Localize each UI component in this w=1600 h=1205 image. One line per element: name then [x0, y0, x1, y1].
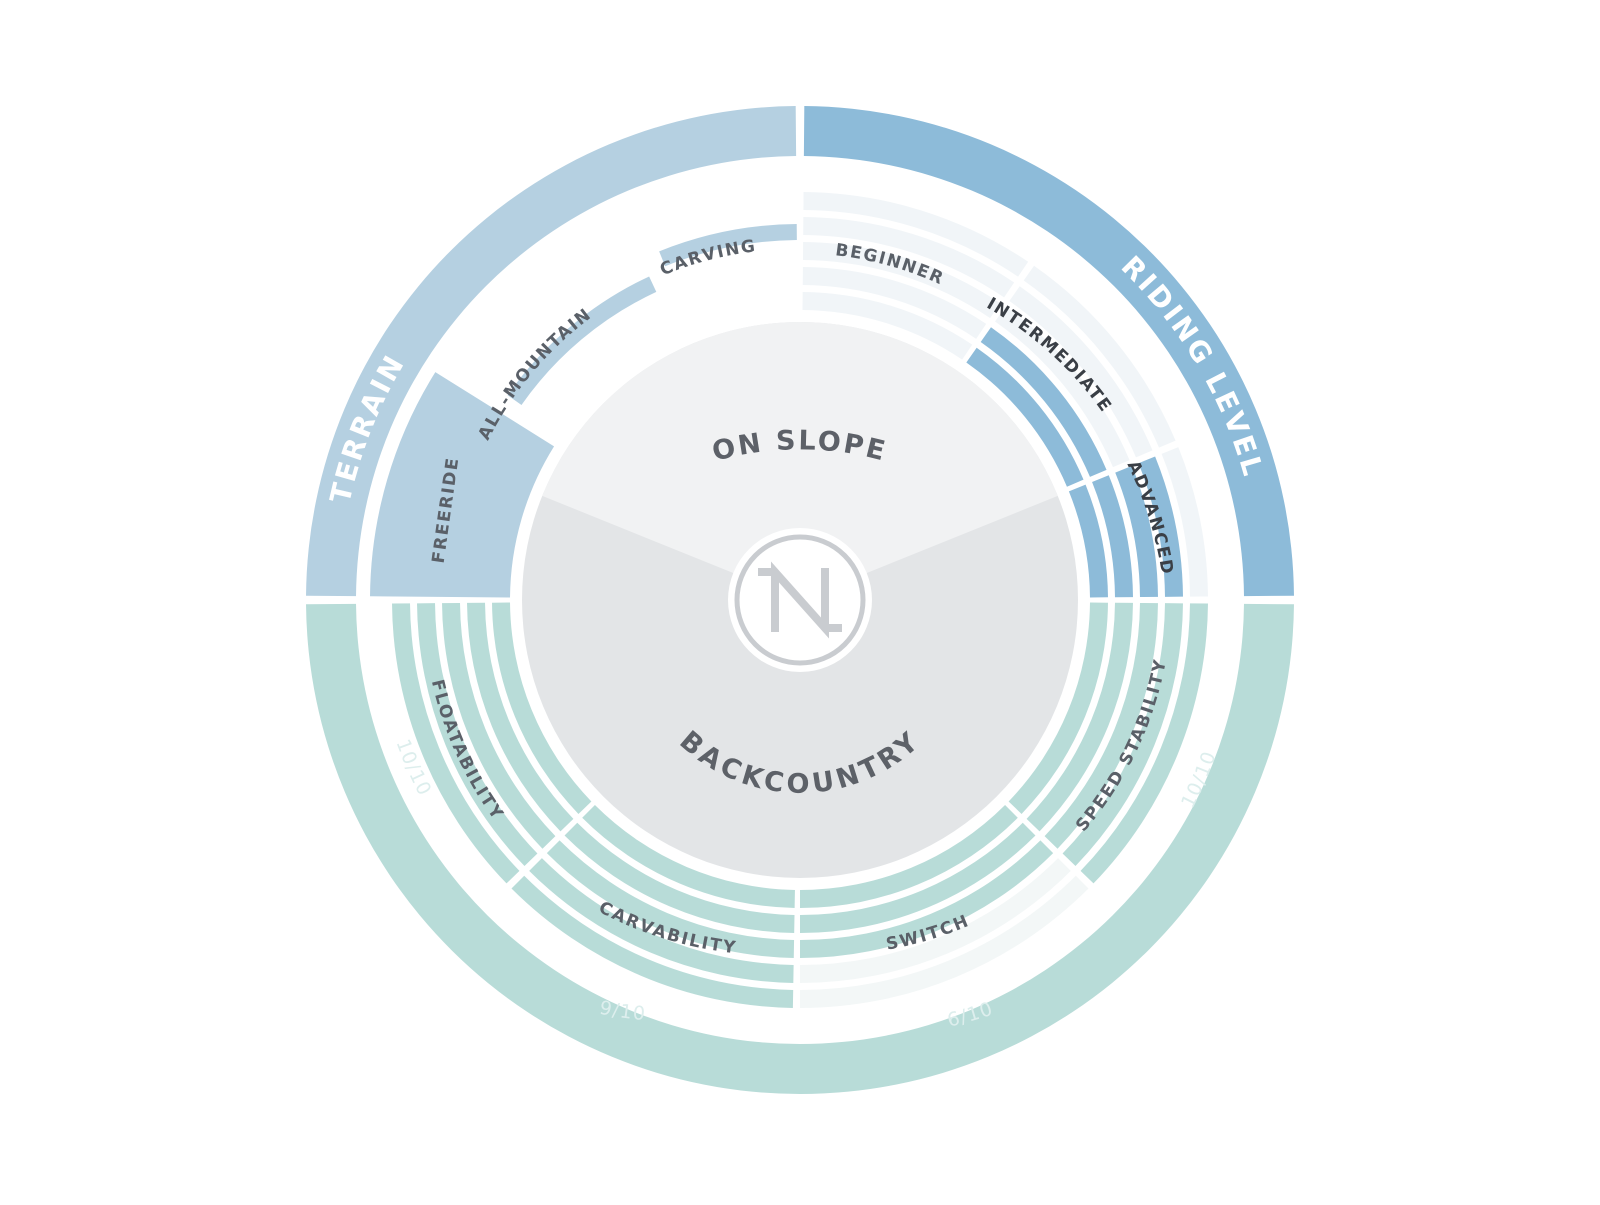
- riding-level-ring-segment: [803, 192, 1029, 277]
- riding-level-ring-segment: [995, 306, 1130, 468]
- characteristics-ring-segment: [492, 602, 592, 814]
- characteristics-ring-segment: [564, 822, 795, 933]
- core-on-slope-area: [542, 322, 1058, 600]
- characteristics-ring-segment: [442, 602, 556, 849]
- characteristics-ring-segment: [511, 875, 794, 1008]
- riding-level-ring-segment: [1023, 265, 1176, 448]
- riding-level-ring-segment: [802, 242, 1001, 319]
- riding-level-ring-segment: [802, 292, 973, 360]
- characteristics-ring-segment: [582, 805, 795, 908]
- riding-level-ring-segment: [1009, 286, 1153, 458]
- riding-level-ring-segment: [1092, 475, 1133, 598]
- characteristics-ring-segment: [1008, 602, 1108, 814]
- riding-level-ring-segment: [1138, 456, 1183, 597]
- riding-level-ring-segment: [1115, 465, 1158, 598]
- terrain-all-mountain-label: ALL-MOUNTAIN: [474, 304, 595, 443]
- characteristics-ring-segment: [417, 603, 538, 867]
- characteristics-ring-segment: [800, 858, 1071, 983]
- terrain-carving-block: [659, 224, 797, 267]
- terrain-freeride-block: [370, 372, 555, 598]
- riding-level-ring-segment: [803, 217, 1015, 298]
- terrain-all-mountain-block: [507, 276, 657, 405]
- core: [522, 322, 1078, 878]
- characteristics-ring-segment: [800, 805, 1018, 908]
- riding-level-rings: [802, 192, 1208, 598]
- characteristics-ring-segment: [800, 875, 1089, 1008]
- terrain-outer-band: [306, 106, 797, 597]
- riding-level-outer-band: [803, 106, 1294, 597]
- characteristics-ring-segment: [800, 840, 1054, 958]
- characteristics-ring-segment: [467, 602, 574, 832]
- characteristics-ring-segment: [529, 858, 794, 983]
- riding-level-ring-segment: [966, 347, 1084, 487]
- n-logo-icon: [758, 561, 842, 639]
- characteristics-ring-segment: [392, 603, 520, 884]
- riding-level-ring-segment: [980, 327, 1107, 477]
- characteristics-ring-segment: [546, 840, 795, 958]
- characteristics-ring-segment: [1080, 603, 1208, 884]
- characteristics-ring-segment: [1062, 603, 1183, 867]
- characteristics-outer-band: [306, 603, 1294, 1095]
- characteristics-ring-segment: [1026, 602, 1133, 832]
- logo-ring: [734, 534, 866, 666]
- riding-level-ring-segment: [802, 267, 987, 339]
- characteristics-rings: [392, 602, 1208, 1008]
- riding-level-ring-segment: [1068, 484, 1108, 598]
- characteristics-ring-segment: [1044, 602, 1158, 849]
- characteristics-ring-segment: [800, 822, 1036, 933]
- riding-level-ring-segment: [1161, 447, 1208, 597]
